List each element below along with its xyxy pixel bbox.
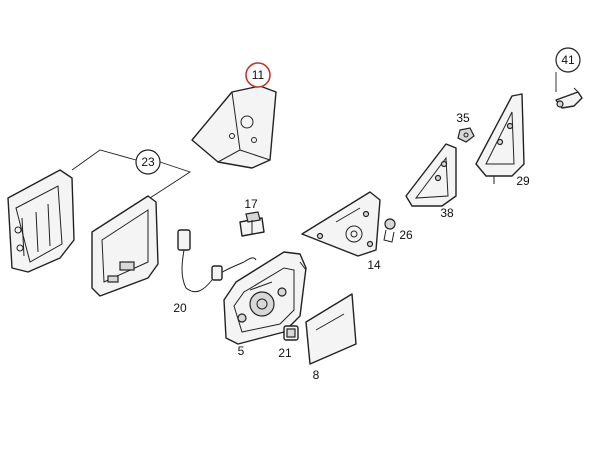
leader-23-a: [71, 149, 137, 171]
callout-11[interactable]: 11: [245, 62, 271, 88]
callout-26-label: 26: [399, 228, 413, 242]
part-5-mirror-motor-plate[interactable]: [223, 251, 307, 345]
part-14-mount-plate[interactable]: [301, 191, 381, 257]
part-23-mirror-housing[interactable]: [7, 169, 75, 273]
part-21-switch[interactable]: [283, 325, 299, 341]
callout-35-label: 35: [456, 111, 470, 125]
callout-23[interactable]: 23: [135, 149, 161, 175]
callout-17-label: 17: [244, 197, 258, 211]
callout-23-label: 23: [141, 155, 155, 169]
part-17-clip[interactable]: [239, 211, 265, 237]
part-38-trim-cover[interactable]: [405, 143, 457, 207]
part-26-bolt[interactable]: [383, 218, 396, 243]
part-41-bracket[interactable]: [555, 87, 583, 109]
callout-21-label: 21: [278, 346, 292, 360]
part-8-mirror-glass[interactable]: [305, 293, 357, 365]
part-23-mirror-frame[interactable]: [91, 195, 159, 297]
callout-14-label: 14: [367, 258, 381, 272]
callout-5-label: 5: [238, 344, 245, 358]
part-29-inner-panel[interactable]: [475, 93, 525, 184]
callout-29-label: 29: [516, 174, 530, 188]
callout-8-label: 8: [313, 368, 320, 382]
callout-11-label: 11: [252, 68, 265, 82]
part-20-wiring-harness[interactable]: [177, 229, 257, 293]
callout-41-label: 41: [561, 53, 575, 67]
part-35-nut[interactable]: [457, 127, 475, 143]
callout-41[interactable]: 41: [555, 47, 581, 73]
part-11-mirror-cap[interactable]: [191, 85, 277, 169]
leader-23-b: [149, 161, 192, 199]
callout-38-label: 38: [440, 206, 454, 220]
callout-20-label: 20: [173, 301, 187, 315]
